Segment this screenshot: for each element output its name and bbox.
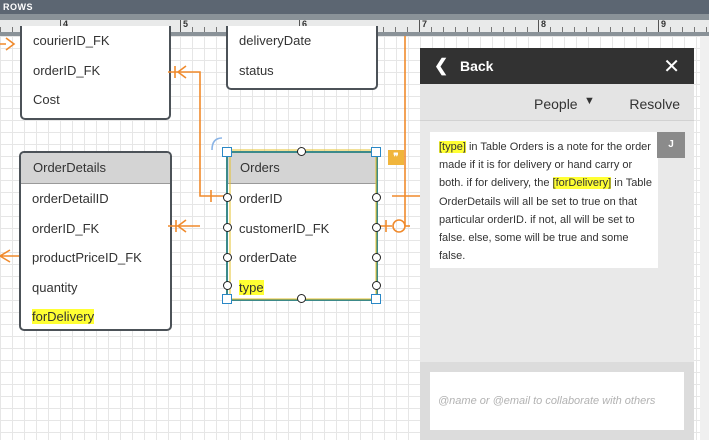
resize-handle[interactable]	[371, 147, 381, 157]
ruler-number: 9	[661, 19, 667, 29]
connection-handle[interactable]	[372, 223, 381, 232]
ruler-minor-tick	[634, 27, 635, 32]
comment-text-part: in Table Orders is a note for the order …	[439, 141, 651, 190]
comments-panel: ❮ Back ✕ People ▼ Resolve [type] in Tabl…	[420, 48, 694, 440]
ruler-minor-tick	[216, 27, 217, 32]
connection-handle[interactable]	[223, 253, 232, 262]
ruler-minor-tick	[562, 27, 563, 32]
people-filter-dropdown[interactable]: People	[534, 96, 578, 112]
comment-text-part: [forDelivery]	[552, 177, 612, 190]
ruler-minor-tick	[694, 27, 695, 32]
caret-down-icon[interactable]: ▼	[584, 95, 595, 107]
ruler-minor-tick	[467, 27, 468, 32]
field-row[interactable]: orderID_FK	[33, 62, 101, 78]
connection-handle[interactable]	[372, 253, 381, 262]
field-row[interactable]: customerID_FK	[239, 220, 330, 236]
resize-handle[interactable]	[222, 294, 232, 304]
ruler-minor-tick	[192, 27, 193, 32]
panel-header: ❮ Back ✕	[420, 48, 694, 84]
ruler-minor-tick	[0, 27, 1, 32]
ruler-tick	[180, 20, 181, 32]
avatar[interactable]: J	[657, 132, 685, 158]
field-row[interactable]: Cost	[33, 92, 60, 107]
comment-text-part: [type]	[439, 141, 466, 153]
ruler-minor-tick	[455, 27, 456, 32]
connection-handle[interactable]	[223, 223, 232, 232]
connection-handle[interactable]	[372, 193, 381, 202]
ruler-minor-tick	[622, 27, 623, 32]
ruler-minor-tick	[431, 27, 432, 32]
field-row[interactable]: orderID_FK	[32, 220, 100, 236]
ruler-minor-tick	[407, 27, 408, 32]
ruler-number: 6	[302, 19, 308, 29]
resize-handle[interactable]	[297, 147, 306, 156]
ruler-tick	[538, 20, 539, 32]
resize-handle[interactable]	[371, 294, 381, 304]
top-bar: ROWS	[0, 0, 709, 14]
ruler-minor-tick	[515, 27, 516, 32]
entity-orders[interactable]: Orders orderID customerID_FK orderDate t…	[226, 151, 378, 301]
entity-title[interactable]: Orders	[228, 153, 376, 184]
ruler-number: 5	[183, 19, 189, 29]
ruler-minor-tick	[479, 27, 480, 32]
reply-area	[420, 362, 694, 440]
field-row[interactable]: quantity	[32, 279, 78, 295]
ruler-minor-tick	[383, 27, 384, 32]
connection-handle[interactable]	[223, 281, 232, 290]
connection-handle[interactable]	[372, 281, 381, 290]
ruler-minor-tick	[706, 27, 707, 32]
resize-handle[interactable]	[222, 147, 232, 157]
field-row-for-delivery[interactable]: forDelivery	[21, 302, 170, 332]
ruler-minor-tick	[443, 27, 444, 32]
entity-delivery[interactable]: deliveryDate status	[226, 26, 378, 90]
ruler-minor-tick	[646, 27, 647, 32]
field-row[interactable]: courierID_FK	[33, 33, 110, 48]
back-button[interactable]: Back	[460, 58, 494, 74]
chevron-left-icon[interactable]: ❮	[434, 56, 449, 75]
ruler-minor-tick	[670, 27, 671, 32]
vertical-scrollbar[interactable]	[700, 36, 709, 440]
ruler-minor-tick	[395, 27, 396, 32]
ruler-minor-tick	[550, 27, 551, 32]
highlighted-field: forDelivery	[32, 309, 95, 324]
entity-order-details[interactable]: OrderDetails orderDetailID orderID_FK pr…	[19, 151, 172, 331]
ruler-number: 4	[63, 19, 69, 29]
field-row[interactable]: deliveryDate	[239, 33, 312, 48]
ruler-minor-tick	[491, 27, 492, 32]
top-bar-label: ROWS	[3, 2, 33, 12]
entity-title[interactable]: OrderDetails	[21, 153, 170, 184]
ruler-number: 8	[541, 19, 547, 29]
ruler-minor-tick	[12, 27, 13, 32]
highlighted-field: type	[239, 279, 264, 295]
field-row[interactable]: orderDate	[239, 250, 297, 265]
ruler-minor-tick	[527, 27, 528, 32]
connection-handle[interactable]	[223, 193, 232, 202]
filter-bar: People ▼ Resolve	[420, 84, 694, 121]
entity-delivery-courier[interactable]: courierID_FK orderID_FK Cost	[20, 26, 171, 120]
field-row[interactable]: orderID	[239, 191, 283, 206]
ruler-minor-tick	[610, 27, 611, 32]
comment-text: [type] in Table Orders is a note for the…	[439, 138, 653, 265]
ruler-tick	[419, 20, 420, 32]
field-row[interactable]: status	[239, 62, 274, 78]
reply-input[interactable]	[430, 372, 684, 430]
resolve-button[interactable]: Resolve	[629, 96, 680, 112]
resize-handle[interactable]	[297, 294, 306, 303]
ruler-minor-tick	[204, 27, 205, 32]
comment-card[interactable]: [type] in Table Orders is a note for the…	[430, 132, 658, 268]
field-row[interactable]: productPriceID_FK	[32, 250, 142, 265]
ruler-tick	[658, 20, 659, 32]
ruler-minor-tick	[574, 27, 575, 32]
ruler-minor-tick	[586, 27, 587, 32]
ruler-minor-tick	[682, 27, 683, 32]
ruler-minor-tick	[598, 27, 599, 32]
ruler-number: 7	[422, 19, 428, 29]
ruler-minor-tick	[503, 27, 504, 32]
comment-text-part: in Table OrderDetails will all be set to…	[439, 177, 652, 263]
field-row[interactable]: orderDetailID	[32, 191, 109, 206]
comment-quote-icon[interactable]: ❞	[388, 150, 404, 165]
close-icon[interactable]: ✕	[663, 56, 680, 78]
